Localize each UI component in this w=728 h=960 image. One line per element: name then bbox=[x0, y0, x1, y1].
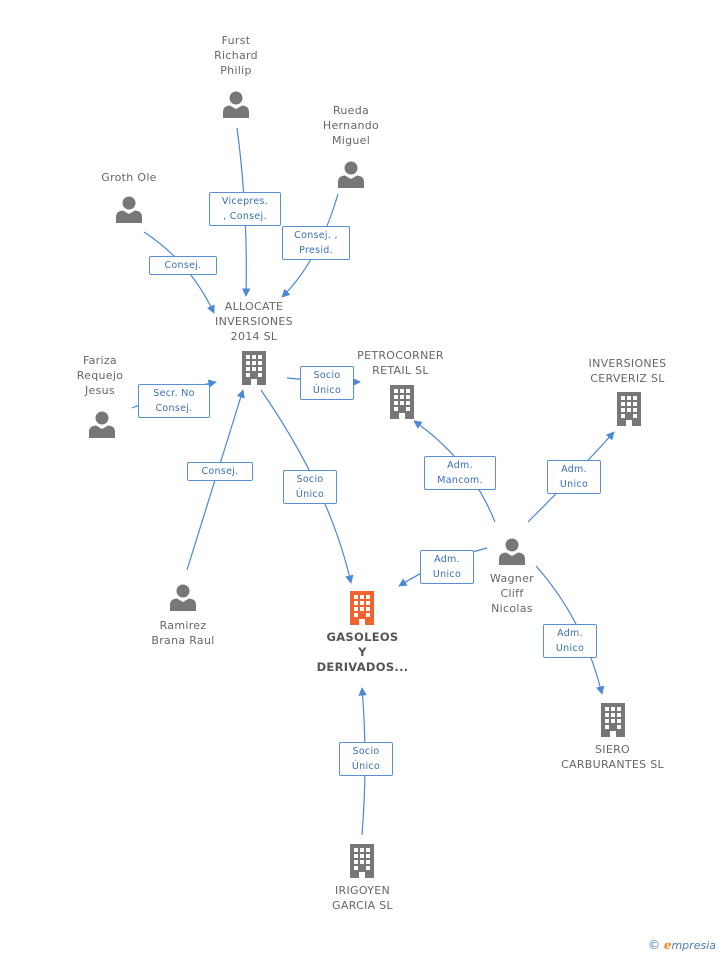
node-label-irigoyen[interactable]: IRIGOYEN GARCIA SL bbox=[332, 884, 393, 912]
edge-label-allocate-to-petrocorner: Socio Único bbox=[300, 366, 354, 400]
edge-label-wagner-to-petrocorner: Adm. Mancom. bbox=[424, 456, 496, 490]
edge-label-wagner-to-gasoleos: Adm. Unico bbox=[420, 550, 474, 584]
edge-label-rueda-to-allocate: Consej. , Presid. bbox=[282, 226, 350, 260]
empresia-logo-initial: e bbox=[663, 938, 672, 952]
node-label-allocate[interactable]: ALLOCATE INVERSIONES 2014 SL bbox=[215, 300, 293, 343]
node-label-groth[interactable]: Groth Ole bbox=[101, 171, 157, 184]
node-label-gasoleos[interactable]: GASOLEOS Y DERIVADOS... bbox=[316, 630, 409, 674]
building-icon-cerveriz[interactable] bbox=[617, 392, 641, 426]
node-label-wagner[interactable]: Wagner Cliff Nicolas bbox=[490, 572, 534, 615]
building-icon-gasoleos[interactable] bbox=[350, 591, 374, 625]
building-icon-siero[interactable] bbox=[601, 703, 625, 737]
building-icon-irigoyen[interactable] bbox=[350, 844, 374, 878]
person-icon-groth[interactable] bbox=[116, 196, 142, 224]
copyright-notice: © empresia bbox=[648, 938, 716, 952]
edge-label-wagner-to-siero: Adm. Unico bbox=[543, 624, 597, 658]
edge-label-furst-to-allocate: Vicepres. , Consej. bbox=[209, 192, 281, 226]
copyright-icon: © bbox=[648, 938, 660, 952]
node-label-petrocorner[interactable]: PETROCORNER RETAIL SL bbox=[357, 349, 444, 377]
person-icon-furst[interactable] bbox=[223, 91, 249, 119]
node-label-ramirez[interactable]: Ramirez Brana Raul bbox=[151, 619, 215, 647]
person-icon-fariza[interactable] bbox=[89, 411, 115, 439]
building-icon-allocate[interactable] bbox=[242, 351, 266, 385]
node-label-rueda[interactable]: Rueda Hernando Miguel bbox=[322, 104, 380, 147]
person-icon-ramirez[interactable] bbox=[170, 584, 196, 612]
node-label-cerveriz[interactable]: INVERSIONES CERVERIZ SL bbox=[588, 357, 667, 385]
edge-label-ramirez-to-allocate: Consej. bbox=[187, 462, 253, 481]
empresia-logo-text: mpresia bbox=[671, 939, 716, 952]
edge-label-groth-to-allocate: Consej. bbox=[149, 256, 217, 275]
edge-label-irigoyen-to-gasoleos: Socio Único bbox=[339, 742, 393, 776]
building-icon-petrocorner[interactable] bbox=[390, 385, 414, 419]
person-icon-rueda[interactable] bbox=[338, 161, 364, 189]
edge-label-fariza-to-allocate: Secr. No Consej. bbox=[138, 384, 210, 418]
node-label-furst[interactable]: Furst Richard Philip bbox=[214, 34, 258, 77]
person-icon-wagner[interactable] bbox=[499, 538, 525, 566]
edge-label-wagner-to-cerveriz: Adm. Unico bbox=[547, 460, 601, 494]
node-label-siero[interactable]: SIERO CARBURANTES SL bbox=[561, 743, 664, 771]
edge-label-allocate-to-gasoleos: Socio Único bbox=[283, 470, 337, 504]
node-label-fariza[interactable]: Fariza Requejo Jesus bbox=[76, 354, 124, 397]
